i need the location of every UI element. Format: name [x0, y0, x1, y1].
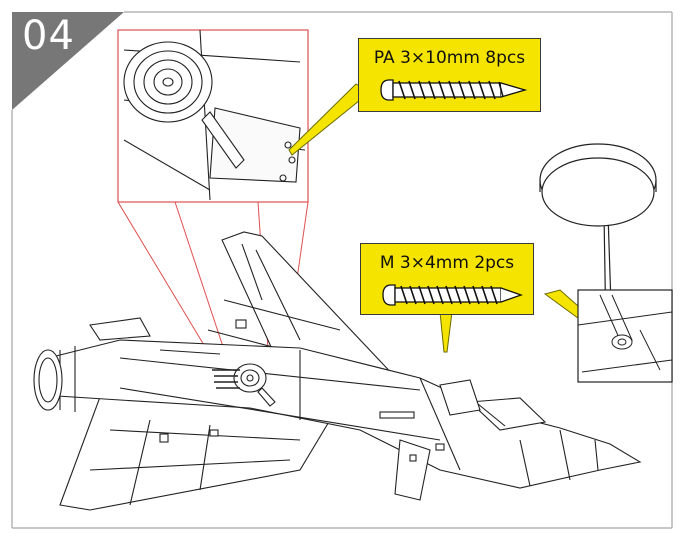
screw-callout-m: M 3×4mm 2pcs	[360, 243, 534, 315]
page-frame	[11, 11, 673, 529]
screw-spec-label: M 3×4mm 2pcs	[379, 253, 515, 273]
detail-inset-pushrod	[577, 289, 673, 383]
detail-inset-servo-horn	[117, 29, 309, 203]
jet-model-airframe	[33, 231, 642, 511]
machine-screw-icon	[382, 284, 523, 306]
step-number: 04	[22, 13, 75, 59]
screw-callout-pa: PA 3×10mm 8pcs	[358, 38, 541, 112]
step-badge	[12, 12, 124, 110]
screw-spec-label: PA 3×10mm 8pcs	[373, 48, 526, 68]
self-tapping-screw-icon	[380, 79, 528, 101]
